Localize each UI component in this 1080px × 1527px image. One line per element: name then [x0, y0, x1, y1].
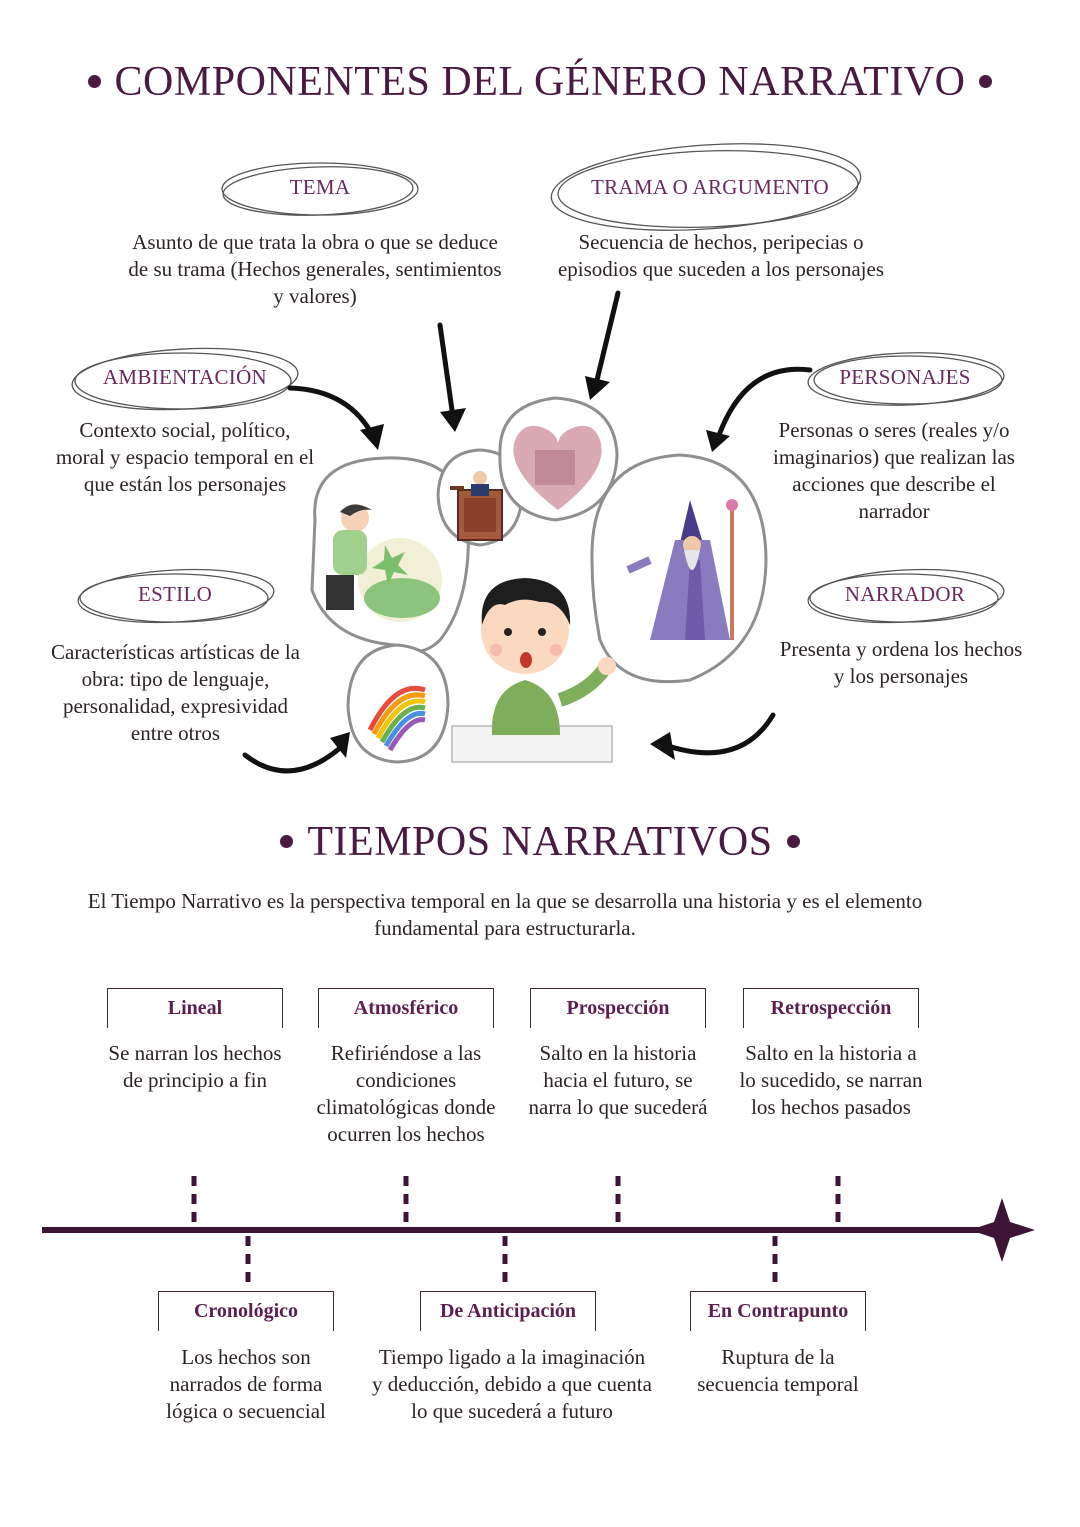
bullet-icon [979, 74, 993, 88]
timeline [42, 1176, 1035, 1284]
tiempos-title-text: TIEMPOS NARRATIVOS [307, 819, 773, 865]
oval-personajes [807, 352, 1005, 406]
tiempo-desc-anticipacion: Tiempo ligado a la imaginación y deducci… [372, 1345, 652, 1423]
desc-tema: Asunto de que trata la obra o que se ded… [128, 230, 502, 308]
tiempo-desc-contrapunto: Ruptura de la secuencia temporal [697, 1345, 859, 1396]
desc-trama: Secuencia de hechos, peripecias o episod… [557, 230, 884, 281]
label-tema: TEMA [289, 175, 351, 199]
tiempo-desc-cronologico: Los hechos son narrados de forma lógica … [166, 1345, 326, 1423]
bullet-icon [87, 74, 101, 88]
tiempo-box-atmosferico: Atmosférico [318, 988, 494, 1028]
arrow-estilo [242, 745, 343, 774]
desc-narrador: Presenta y ordena los hechos y los perso… [779, 637, 1023, 688]
tiempos-title: TIEMPOS NARRATIVOS [0, 818, 1080, 866]
oval-tema [221, 162, 419, 216]
oval-narrador [807, 568, 1005, 624]
arrows [242, 290, 813, 774]
components-title-text: COMPONENTES DEL GÉNERO NARRATIVO [114, 59, 966, 105]
bullet-icon [280, 834, 294, 848]
bullet-icon [786, 834, 800, 848]
label-trama: TRAMA O ARGUMENTO [590, 175, 830, 199]
desc-ambientacion: Contexto social, político, moral y espac… [55, 418, 315, 496]
arrow-personajes [715, 366, 813, 441]
tiempo-box-anticipacion: De Anticipación [420, 1291, 596, 1331]
arrow-tema [437, 322, 455, 413]
label-estilo: ESTILO [137, 582, 213, 606]
oval-ambientacion [71, 347, 299, 411]
oval-trama [550, 143, 862, 231]
boy-illustration [451, 578, 616, 763]
tiempo-box-prospeccion: Prospección [530, 988, 706, 1028]
star-icon [970, 1198, 1035, 1262]
label-personajes: PERSONAJES [839, 365, 971, 389]
arrow-trama [594, 290, 621, 383]
label-narrador: NARRADOR [844, 582, 966, 606]
oval-estilo [77, 568, 275, 624]
tiempo-desc-lineal: Se narran los hechos de principio a fin [108, 1041, 282, 1092]
tiempo-box-cronologico: Cronológico [158, 1291, 334, 1331]
tiempo-desc-prospeccion: Salto en la historia hacia el futuro, se… [528, 1041, 708, 1119]
tiempo-box-retrospeccion: Retrospección [743, 988, 919, 1028]
desc-personajes: Personas o seres (reales y/o imaginarios… [773, 418, 1015, 523]
tiempo-desc-retrospeccion: Salto en la historia a lo sucedido, se n… [739, 1041, 923, 1119]
components-title: COMPONENTES DEL GÉNERO NARRATIVO [0, 58, 1080, 106]
tiempos-intro: El Tiempo Narrativo es la perspectiva te… [87, 889, 923, 940]
desc-estilo: Características artísticas de la obra: t… [51, 640, 300, 745]
tiempo-box-contrapunto: En Contrapunto [690, 1291, 866, 1331]
bubble-contents [326, 425, 738, 752]
arrowheads [330, 376, 730, 760]
tiempo-desc-atmosferico: Refiriéndose a las condiciones climatoló… [316, 1041, 496, 1146]
arrow-narrador [662, 712, 776, 756]
label-ambientacion: AMBIENTACIÓN [102, 365, 268, 389]
tiempo-box-lineal: Lineal [107, 988, 283, 1028]
